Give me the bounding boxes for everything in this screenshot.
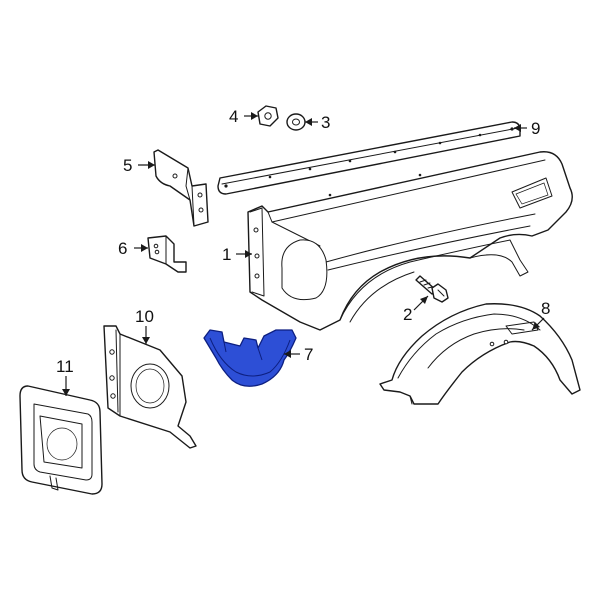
callout-8: 8 xyxy=(541,299,550,318)
part-3-washer[interactable] xyxy=(286,113,306,131)
part-8-wheelhouse-liner[interactable] xyxy=(379,303,581,405)
callout-7: 7 xyxy=(304,345,313,364)
callout-4: 4 xyxy=(229,107,238,126)
callout-2: 2 xyxy=(403,305,412,324)
part-7-splash-shield[interactable] xyxy=(203,329,297,387)
part-9-molding-strip[interactable] xyxy=(217,121,521,195)
part-1-fender[interactable] xyxy=(247,151,573,331)
callout-9: 9 xyxy=(531,119,540,138)
part-2-bolt[interactable] xyxy=(415,275,449,303)
callout-11: 11 xyxy=(56,357,74,376)
part-4-nut[interactable] xyxy=(257,105,279,127)
callout-3: 3 xyxy=(321,113,330,132)
callout-5: 5 xyxy=(123,156,132,175)
part-11-headlamp-bezel[interactable] xyxy=(19,385,103,495)
part-6-small-bracket[interactable] xyxy=(147,235,187,273)
part-5-bracket[interactable] xyxy=(153,149,209,227)
callout-10: 10 xyxy=(135,307,154,326)
callout-1: 1 xyxy=(222,245,231,264)
callout-labels: 1 2 3 4 5 6 7 8 9 10 11 xyxy=(56,107,550,376)
arrowheads xyxy=(62,112,540,396)
callout-6: 6 xyxy=(118,239,127,258)
part-10-headlamp-panel[interactable] xyxy=(103,325,197,449)
